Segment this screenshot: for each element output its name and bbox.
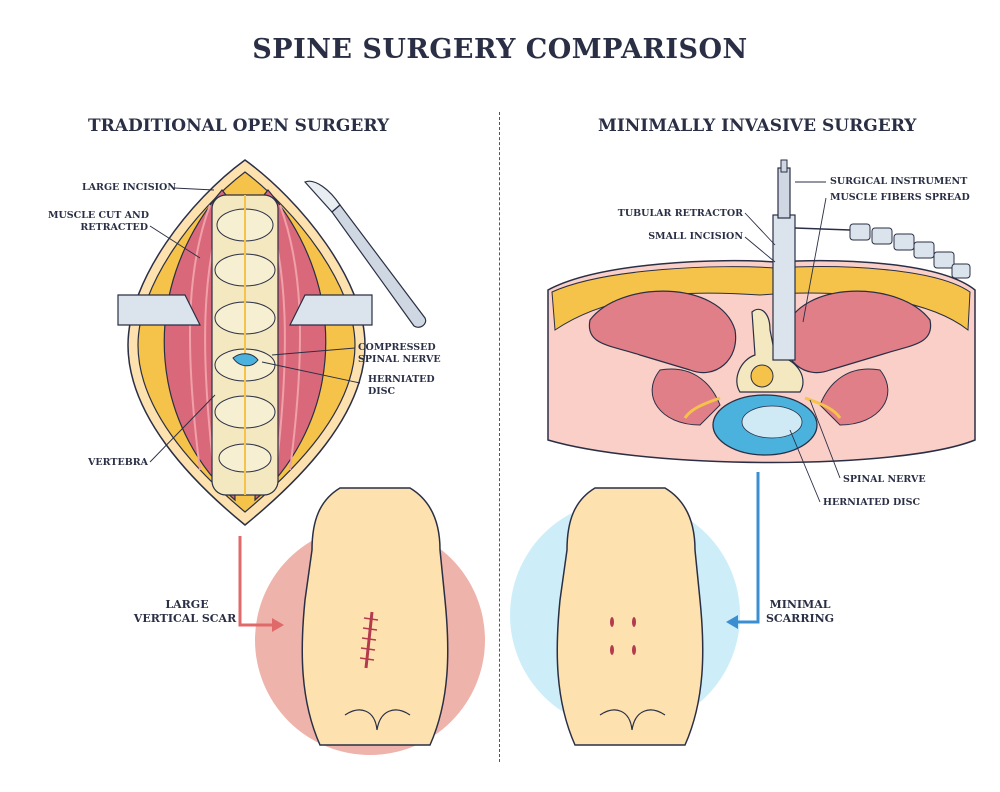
right-buttocks-line: [599, 709, 666, 731]
label-herniated-1: HERNIATED: [368, 374, 435, 385]
label-muscle-cut-2: RETRACTED: [80, 222, 148, 233]
left-arrow: [238, 536, 272, 627]
left-leader-lines: [149, 187, 361, 463]
right-body: [556, 487, 704, 746]
label-vertebra: VERTEBRA: [88, 457, 148, 468]
right-muscle-lower-right: [819, 368, 889, 426]
right-panel-title: MINIMALLY INVASIVE SURGERY: [598, 116, 917, 136]
left-buttocks-line: [344, 709, 411, 731]
left-retractor-right: [289, 294, 373, 326]
label-large-scar-2: VERTICAL SCAR: [133, 612, 237, 625]
right-spinal-nerves: [683, 396, 842, 419]
label-minimal-2: SCARRING: [765, 612, 835, 625]
right-muscle-left: [588, 290, 737, 374]
label-muscle-cut-1: MUSCLE CUT AND: [48, 210, 149, 221]
label-minimal-1: MINIMAL: [769, 598, 831, 611]
right-arrow: [738, 472, 760, 624]
panel-divider: [499, 112, 500, 762]
right-small-scars: [610, 617, 636, 655]
label-herniated-2: DISC: [368, 386, 396, 397]
surgical-instrument: [777, 167, 791, 219]
right-leader-lines: [744, 181, 841, 503]
label-large-incision: LARGE INCISION: [82, 182, 177, 193]
scalpel-handle: [331, 204, 427, 328]
label-compressed-1: COMPRESSED: [358, 342, 436, 353]
label-large-scar-1: LARGE: [165, 598, 209, 611]
page-title: SPINE SURGERY COMPARISON: [252, 34, 748, 65]
left-scar-stitches: [359, 617, 379, 661]
label-small-incision: SMALL INCISION: [648, 231, 743, 242]
label-compressed-2: SPINAL NERVE: [358, 354, 441, 365]
label-surgical-instrument: SURGICAL INSTRUMENT: [830, 176, 968, 187]
left-vertebrae: [214, 208, 276, 473]
left-body: [301, 487, 449, 746]
left-herniated-disc: [232, 353, 259, 367]
retractor-arm: [794, 227, 851, 231]
tubular-retractor: [772, 214, 796, 361]
scalpel-blade: [303, 180, 341, 213]
right-spinal-canal: [750, 364, 774, 388]
label-spinal-nerve: SPINAL NERVE: [843, 474, 926, 485]
label-tubular-retractor: TUBULAR RETRACTOR: [617, 208, 743, 219]
right-muscle-lower-left: [651, 368, 721, 426]
retractor-arm-links: [849, 223, 971, 279]
left-retractor-left: [117, 294, 201, 326]
label-herniated-disc: HERNIATED DISC: [823, 497, 921, 508]
left-panel-title: TRADITIONAL OPEN SURGERY: [88, 116, 390, 136]
label-muscle-fibers: MUSCLE FIBERS SPREAD: [830, 192, 970, 203]
